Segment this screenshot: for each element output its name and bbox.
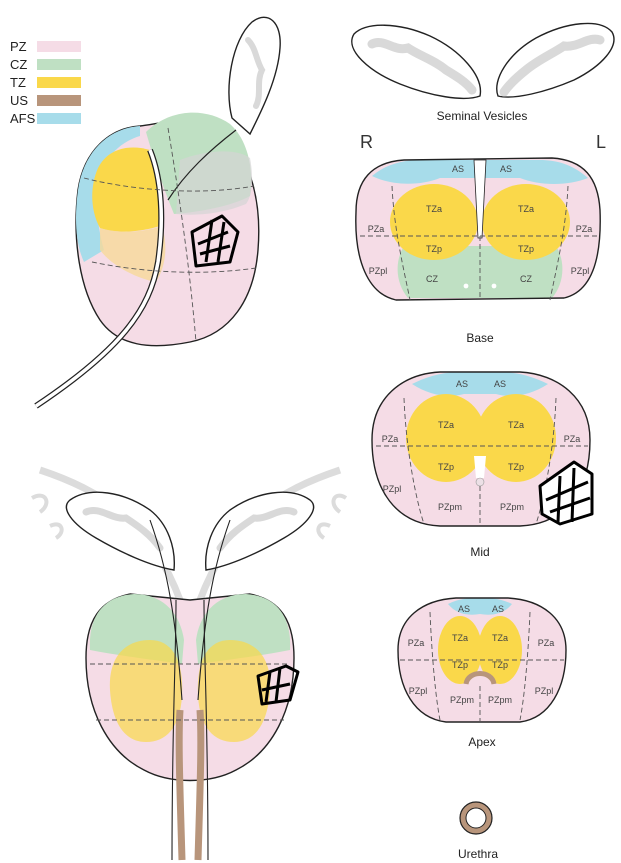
mid-label-pza-left: PZa — [564, 434, 581, 444]
mid-verumontanum — [476, 478, 484, 486]
legend-swatch-tz — [37, 77, 81, 88]
legend-item-tz: TZ — [10, 75, 81, 90]
apex-label-pzpm-right: PZpm — [450, 695, 474, 705]
apex-label-pza-left: PZa — [538, 638, 555, 648]
urethra-lumen — [466, 808, 486, 828]
legend-label-tz: TZ — [10, 75, 26, 90]
urethra-caption: Urethra — [458, 847, 498, 861]
seminal-vesicles-caption: Seminal Vesicles — [437, 109, 528, 123]
mid-caption: Mid — [470, 545, 489, 559]
base-label-cz-left: CZ — [520, 274, 532, 284]
apex-caption: Apex — [468, 735, 495, 749]
mid-label-tzp-right: TZp — [438, 462, 454, 472]
legend-label-pz: PZ — [10, 39, 27, 54]
apex-label-tza-left: TZa — [492, 633, 508, 643]
apex-label-pzpm-left: PZpm — [488, 695, 512, 705]
sagittal-cz-overlap — [176, 151, 252, 214]
mid-label-pzpl-right: PZpl — [383, 484, 402, 494]
seminal-vesicles-view: Seminal Vesicles — [352, 23, 614, 123]
base-label-tzp-left: TZp — [518, 244, 534, 254]
mid-urethra — [474, 456, 486, 478]
coronal-urethra-left-wall — [179, 710, 182, 860]
legend-swatch-cz — [37, 59, 81, 70]
apex-label-pza-right: PZa — [408, 638, 425, 648]
sagittal-view — [36, 17, 280, 406]
coronal-seminal-vesicle-left — [66, 492, 174, 570]
orientation-right-label: R — [360, 132, 373, 152]
apex-section: AS AS TZa TZa TZp TZp PZa PZa PZpl PZpl … — [398, 598, 566, 749]
mid-label-tza-left: TZa — [508, 420, 524, 430]
base-label-tza-left: TZa — [518, 204, 534, 214]
coronal-view — [32, 470, 346, 860]
legend-item-cz: CZ — [10, 57, 81, 72]
coronal-bladder-squiggle-left — [32, 496, 62, 538]
base-label-as-left: AS — [500, 164, 512, 174]
urethra-view: Urethra — [458, 802, 498, 861]
legend-item-afs: AFS — [10, 111, 81, 126]
base-section: AS AS TZa TZa TZp TZp PZa PZa PZpl PZpl … — [356, 158, 600, 345]
orientation-left-label: L — [596, 132, 606, 152]
mid-section: AS AS TZa TZa TZp TZp PZa PZa PZpl PZpm … — [372, 372, 592, 559]
legend-label-afs: AFS — [10, 111, 36, 126]
base-ejaculatory-duct-right — [464, 284, 469, 289]
coronal-bladder-squiggle-right — [318, 496, 346, 538]
apex-label-tza-right: TZa — [452, 633, 468, 643]
base-label-pzpl-right: PZpl — [369, 266, 388, 276]
apex-label-tzp-right: TZp — [452, 660, 468, 670]
base-ejaculatory-duct-left — [492, 284, 497, 289]
base-label-pzpl-left: PZpl — [571, 266, 590, 276]
apex-label-pzpl-left: PZpl — [535, 686, 554, 696]
mid-label-as-left: AS — [494, 379, 506, 389]
legend-item-pz: PZ — [10, 39, 81, 54]
base-label-tzp-right: TZp — [426, 244, 442, 254]
base-label-as-right: AS — [452, 164, 464, 174]
apex-label-tzp-left: TZp — [492, 660, 508, 670]
apex-label-pzpl-right: PZpl — [409, 686, 428, 696]
legend: PZ CZ TZ US AFS — [10, 39, 81, 126]
coronal-urethra-right-wall — [198, 710, 201, 860]
base-label-tza-right: TZa — [426, 204, 442, 214]
sagittal-seminal-vesicle — [229, 17, 280, 134]
mid-label-tzp-left: TZp — [508, 462, 524, 472]
legend-swatch-pz — [37, 41, 81, 52]
base-label-cz-right: CZ — [426, 274, 438, 284]
mid-label-pzpm-left: PZpm — [500, 502, 524, 512]
base-label-pza-right: PZa — [368, 224, 385, 234]
legend-swatch-us — [37, 95, 81, 106]
mid-label-as-right: AS — [456, 379, 468, 389]
legend-swatch-afs — [37, 113, 81, 124]
legend-label-us: US — [10, 93, 28, 108]
mid-label-pzpm-right: PZpm — [438, 502, 462, 512]
coronal-tz-left — [110, 640, 182, 742]
mid-label-tza-right: TZa — [438, 420, 454, 430]
legend-item-us: US — [10, 93, 81, 108]
base-caption: Base — [466, 331, 494, 345]
apex-label-as-right: AS — [458, 604, 470, 614]
apex-label-as-left: AS — [492, 604, 504, 614]
base-label-pza-left: PZa — [576, 224, 593, 234]
coronal-seminal-vesicle-right — [206, 492, 314, 570]
mid-label-pza-right: PZa — [382, 434, 399, 444]
seminal-vesicle-right-side — [352, 25, 481, 98]
legend-label-cz: CZ — [10, 57, 27, 72]
